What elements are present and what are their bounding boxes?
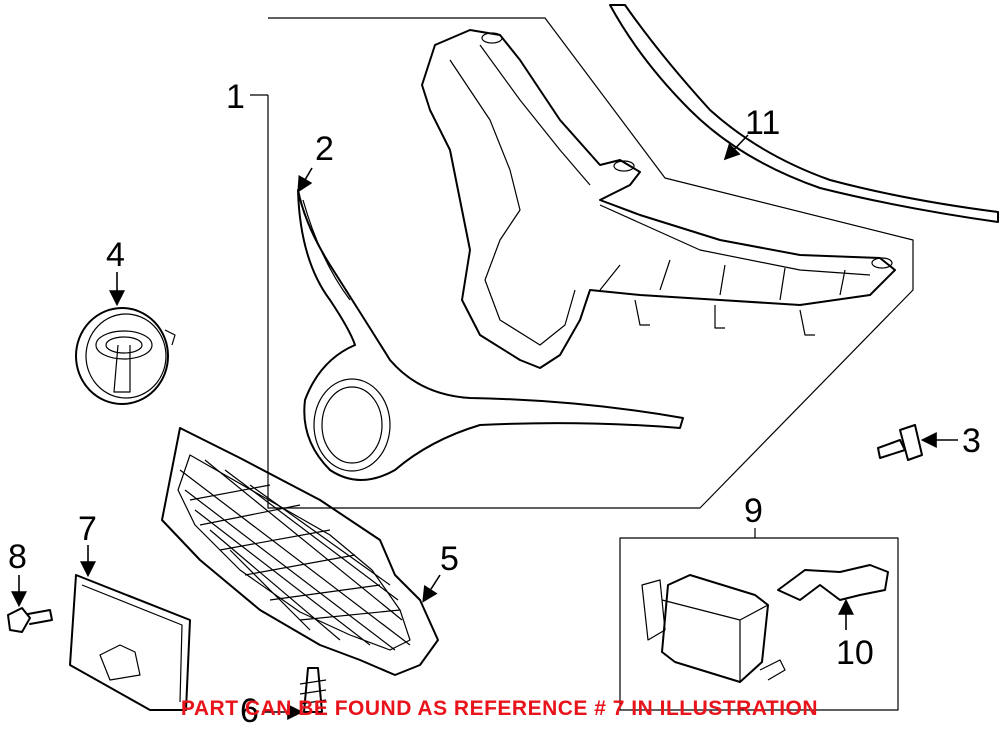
leader-2 (297, 167, 313, 193)
callout-4: 4 (106, 236, 125, 274)
callout-6: 6 (240, 692, 259, 729)
leader-5 (422, 574, 441, 603)
part-4-emblem (75, 307, 176, 405)
callout-2: 2 (315, 130, 334, 168)
callout-5: 5 (440, 540, 459, 578)
part-1-grille-frame (421, 29, 896, 369)
part-6-screw (299, 667, 327, 713)
part-5-lower-grille (161, 427, 439, 676)
assembly-9-box (619, 537, 899, 711)
leader-11 (723, 134, 749, 161)
part-10-bracket (777, 564, 889, 601)
callout-11: 11 (745, 104, 780, 142)
callout-7: 7 (78, 510, 97, 548)
assembly-1-bracket (250, 17, 914, 509)
part-3-clip (877, 424, 923, 461)
callout-1: 1 (226, 78, 245, 116)
part-9-sensor (641, 574, 786, 683)
part-7-license-bracket (69, 574, 191, 711)
callout-3: 3 (962, 422, 981, 460)
callout-10: 10 (836, 634, 874, 672)
callout-9: 9 (744, 492, 763, 530)
reference-note: PART CAN BE FOUND AS REFERENCE # 7 IN IL… (180, 697, 819, 720)
callout-8: 8 (8, 538, 27, 576)
part-11-moulding (609, 4, 999, 223)
part-2-chrome-surround (297, 189, 684, 481)
part-8-bolt (7, 607, 53, 633)
